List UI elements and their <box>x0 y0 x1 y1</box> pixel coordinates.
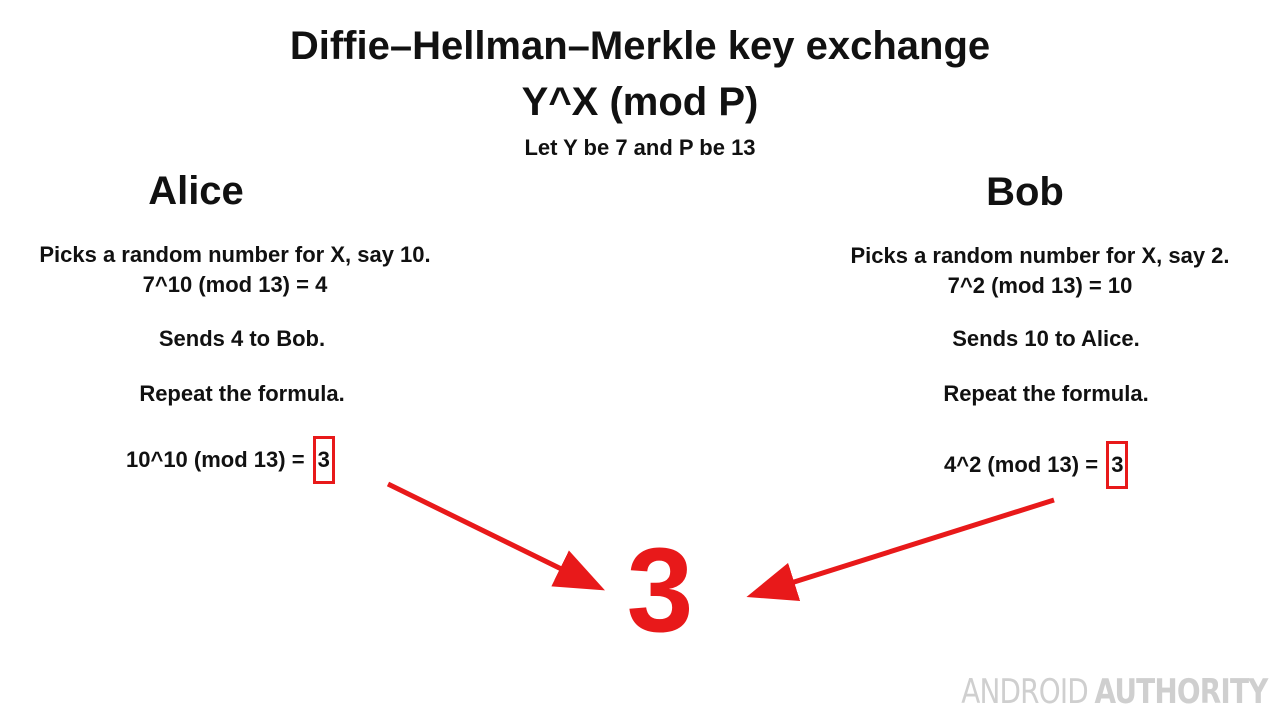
bob-pick-text: Picks a random number for X, say 2. <box>850 243 1230 268</box>
shared-secret: 3 <box>626 523 694 657</box>
bob-result-box: 3 <box>1106 441 1129 489</box>
alice-pick-step: Picks a random number for X, say 10. 7^1… <box>0 240 470 300</box>
given-values: Let Y be 7 and P be 13 <box>524 135 756 160</box>
bob-pick-step: Picks a random number for X, say 2. 7^2 … <box>800 241 1280 301</box>
alice-heading: Alice <box>148 169 244 213</box>
formula: Y^X (mod P) <box>521 80 759 124</box>
alice-pick-text: Picks a random number for X, say 10. <box>39 242 431 267</box>
bob-send-step: Sends 10 to Alice. <box>952 326 1140 351</box>
bob-final-expression: 4^2 (mod 13) = <box>944 452 1099 477</box>
bob-first-calc: 7^2 (mod 13) = 10 <box>947 273 1133 298</box>
alice-send-step: Sends 4 to Bob. <box>158 326 326 351</box>
bob-heading: Bob <box>986 170 1064 214</box>
bob-arrow <box>746 497 1055 602</box>
bob-repeat-step: Repeat the formula. <box>943 381 1149 406</box>
bob-final-calc: 4^2 (mod 13) = 3 <box>944 441 1129 489</box>
alice-final-calc: 10^10 (mod 13) = 3 <box>126 436 335 484</box>
diagram-title: Diffie–Hellman–Merkle key exchange <box>289 24 991 68</box>
alice-result-box: 3 <box>312 436 335 484</box>
watermark-part2: AUTHORITY <box>1094 672 1269 712</box>
alice-arrow <box>386 481 605 591</box>
alice-final-expression: 10^10 (mod 13) = <box>126 447 305 472</box>
alice-repeat-step: Repeat the formula. <box>139 381 345 406</box>
alice-first-calc: 7^10 (mod 13) = 4 <box>142 272 328 297</box>
watermark-part1: ANDROID <box>961 672 1089 712</box>
